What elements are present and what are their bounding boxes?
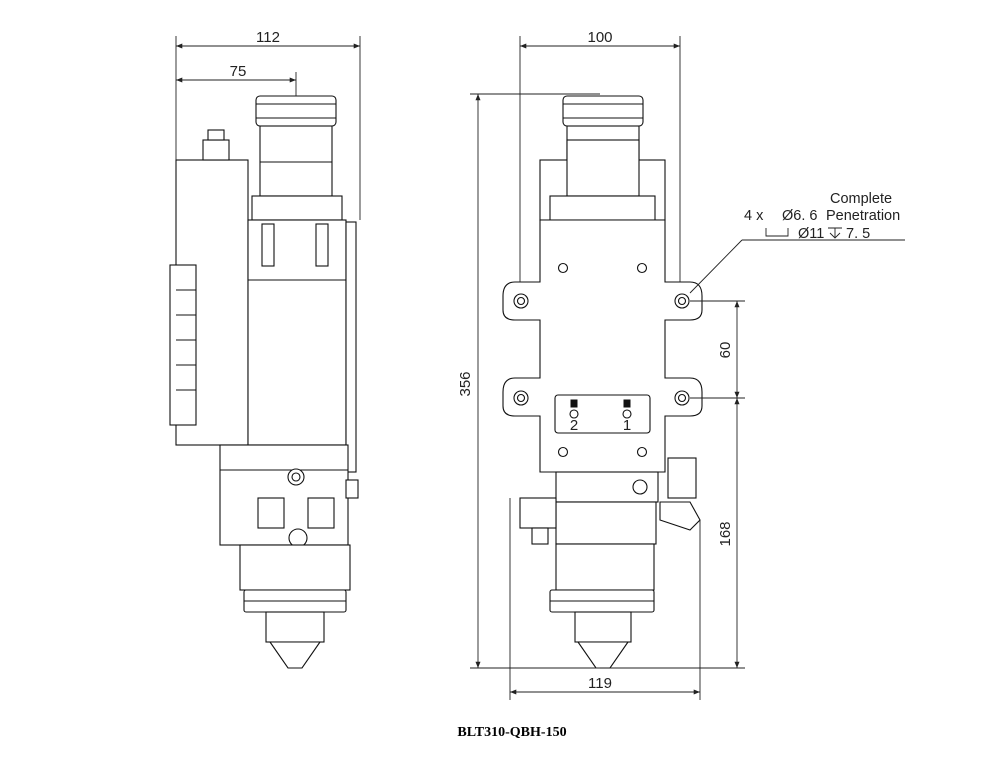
dim-side-width: 112: [256, 29, 280, 46]
dimension-lines: [175, 36, 905, 700]
side-panel-slots: [176, 289, 196, 391]
mounting-holes: [513, 262, 690, 458]
front-view: 2 1: [502, 95, 703, 669]
callout-diameter: Ø6. 6: [782, 208, 817, 224]
drawing-caption: BLT310-QBH-150: [457, 725, 566, 740]
dim-front-width: 100: [587, 29, 612, 46]
callout-depth: 7. 5: [846, 226, 870, 242]
callout-count: 4 x: [744, 208, 764, 224]
panel-mark-right: 1: [623, 417, 631, 434]
dim-side-offset: 75: [230, 63, 247, 80]
callout-complete: Complete: [830, 191, 892, 207]
dim-total-height: 356: [457, 371, 474, 396]
callout-penetration: Penetration: [826, 208, 900, 224]
side-knurl: [256, 103, 336, 119]
panel-mark-left: 2: [570, 417, 578, 434]
hole-callout: Complete 4 x Ø6. 6 Penetration Ø11 7. 5: [744, 191, 900, 242]
dim-lower-height: 168: [717, 521, 734, 546]
counterbore-symbol: [765, 228, 789, 237]
depth-symbol: [828, 227, 842, 239]
callout-counterbore: Ø11: [798, 226, 824, 242]
dim-hole-spacing: 60: [717, 342, 734, 359]
dim-bottom-width: 119: [588, 675, 612, 692]
side-view: [169, 95, 359, 669]
